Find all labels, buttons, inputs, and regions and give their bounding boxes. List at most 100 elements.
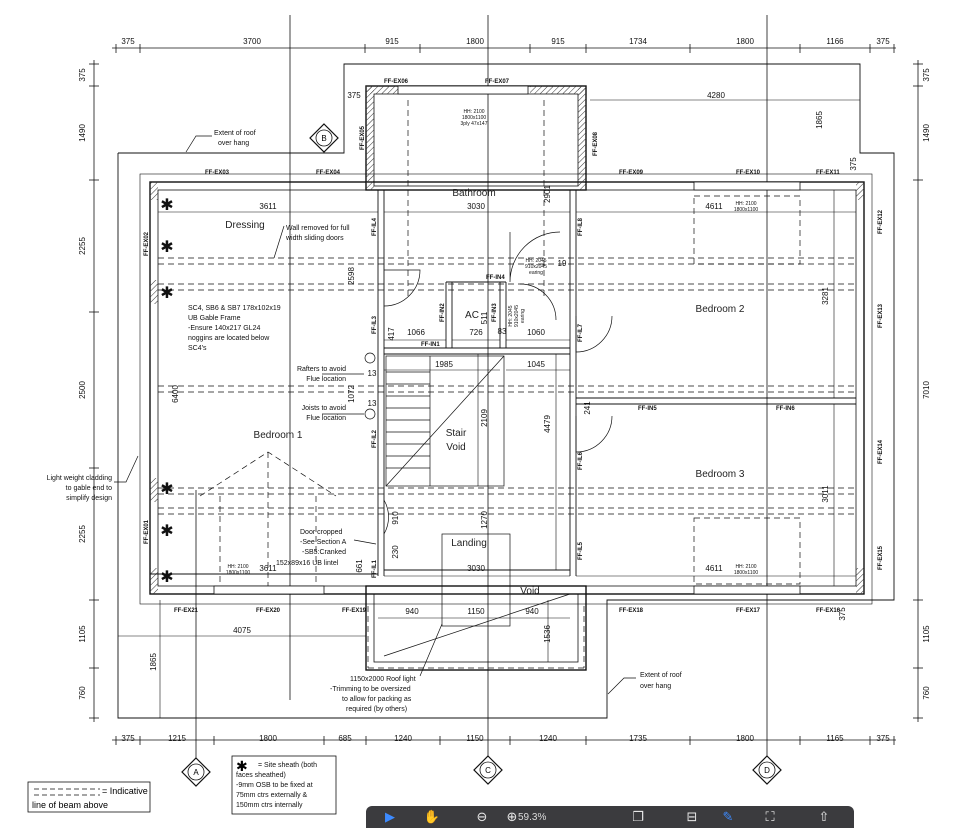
svg-text:4611: 4611 [705,564,723,573]
site-sheath-star-icon: ✱ [236,758,248,774]
svg-text:83: 83 [498,327,507,336]
svg-text:to gable end to: to gable end to [66,485,112,492]
svg-text:FF-IN3: FF-IN3 [492,303,498,322]
svg-text:FF-EX16: FF-EX16 [816,608,841,614]
svg-text:375: 375 [849,157,858,171]
roof-overhang-outline [117,63,895,719]
svg-text:-9mm OSB to be fixed at: -9mm OSB to be fixed at [236,782,313,789]
svg-text:width sliding doors: width sliding doors [285,235,344,242]
fit-width-icon[interactable]: ⊟ [686,810,698,825]
svg-text:1105: 1105 [78,625,87,643]
page-icon[interactable]: ❐ [632,810,644,825]
svg-text:6400: 6400 [171,385,180,403]
svg-text:1045: 1045 [527,360,545,369]
share-icon[interactable]: ⇧ [818,810,830,825]
svg-text:19: 19 [558,259,567,268]
svg-text:required (by others): required (by others) [346,706,407,713]
svg-text:940: 940 [405,607,419,616]
svg-text:726: 726 [469,328,483,337]
svg-text:1735: 1735 [629,734,647,743]
room-bedroom-1: Bedroom 1 [254,430,303,441]
zoom-out-icon[interactable]: ⊖ [476,810,488,825]
svg-text:1800: 1800 [736,37,754,46]
fullscreen-icon[interactable]: ⛶ [765,810,775,825]
svg-text:✱: ✱ [160,285,173,302]
internal-dimension-lines [118,99,860,718]
svg-text:375: 375 [838,607,847,621]
grid-bubble-d: D [752,755,782,785]
svg-text:FF-IL8: FF-IL8 [578,217,584,236]
room-labels: Bathroom Dressing Bedroom 1 Bedroom 2 Be… [225,188,745,597]
svg-text:FF-EX14: FF-EX14 [878,439,884,464]
svg-text:Door cropped: Door cropped [300,529,343,536]
stair-flight [364,352,505,487]
grid-bubble-a: A [181,757,211,787]
svg-text:1240: 1240 [394,734,412,743]
svg-text:B: B [321,134,326,143]
cursor-icon[interactable]: ▶ [385,810,395,825]
svg-text:915: 915 [551,37,565,46]
note-cladding: Light weight cladding to gable end to si… [47,475,112,502]
hand-icon[interactable]: ✋ [423,810,441,825]
svg-text:FF-EX07: FF-EX07 [485,79,510,85]
svg-text:1800: 1800 [466,37,484,46]
svg-text:1800x1100: 1800x1100 [462,115,487,121]
svg-text:13: 13 [368,399,377,408]
svg-text:FF-IN5: FF-IN5 [638,406,657,412]
svg-text:FF-EX06: FF-EX06 [384,79,409,85]
svg-text:FF-EX03: FF-EX03 [205,170,230,176]
top-dimension-labels: 375 3700 915 1800 915 1734 1800 1166 375 [121,37,890,46]
svg-text:1490: 1490 [922,124,931,142]
svg-text:230: 230 [391,545,400,559]
svg-text:Light weight cladding: Light weight cladding [47,475,112,482]
note-rafters: Rafters to avoid Flue location [297,366,346,383]
svg-text:375: 375 [347,91,361,100]
svg-text:FF-EX20: FF-EX20 [256,608,281,614]
svg-text:FF-EX01: FF-EX01 [144,519,150,544]
svg-text:1800: 1800 [259,734,277,743]
svg-text:375: 375 [876,734,890,743]
svg-text:Extent of roof: Extent of roof [640,672,682,679]
svg-text:915: 915 [385,37,399,46]
zoom-in-icon[interactable]: ⊕ [506,810,518,825]
svg-text:375: 375 [78,68,87,82]
svg-text:375: 375 [922,68,931,82]
svg-text:Extent of roof: Extent of roof [214,130,256,137]
svg-text:FF-EX13: FF-EX13 [878,303,884,328]
svg-text:D: D [764,766,770,775]
svg-text:FF-EX04: FF-EX04 [316,170,341,176]
indicative-beam-lines [158,100,856,669]
svg-text:3011: 3011 [821,485,830,503]
svg-text:earing: earing [529,270,543,276]
svg-text:2255: 2255 [78,237,87,255]
room-stair: Stair [446,428,467,439]
svg-text:UB Gable Frame: UB Gable Frame [188,315,241,322]
svg-text:= Site sheath (both: = Site sheath (both [258,762,317,769]
svg-text:FF-EX21: FF-EX21 [174,608,199,614]
svg-text:3281: 3281 [821,287,830,305]
svg-text:FF-IN1: FF-IN1 [421,342,440,348]
svg-text:HH: 2045: HH: 2045 [508,305,514,326]
svg-text:13: 13 [368,369,377,378]
site-sheath-markers: ✱ ✱ ✱ ✱ ✱ ✱ [160,197,173,586]
svg-text:1490: 1490 [78,124,87,142]
svg-text:Joists to avoid: Joists to avoid [302,405,346,412]
svg-text:3030: 3030 [467,564,485,573]
svg-text:-Ensure 140x217 GL24: -Ensure 140x217 GL24 [188,325,260,332]
note-roof-light: 1150x2000 Roof light -Trimming to be ove… [330,676,416,713]
annotate-icon[interactable]: ✎ [722,810,734,825]
svg-text:Flue location: Flue location [306,376,346,383]
svg-text:241: 241 [583,401,592,415]
wall-hatching [150,86,864,594]
svg-text:2109: 2109 [480,409,489,427]
svg-text:C: C [485,766,491,775]
svg-text:7010: 7010 [922,381,931,399]
bottom-dimension-labels: 375 1215 1800 685 1240 1150 1240 1735 18… [121,734,890,743]
svg-text:417: 417 [387,327,396,341]
svg-text:FF-EX18: FF-EX18 [619,608,644,614]
svg-text:to allow for packing as: to allow for packing as [342,696,412,703]
zoom-level[interactable]: 59.3% [518,812,547,823]
svg-text:3ply 47x147: 3ply 47x147 [461,121,488,127]
svg-text:1150: 1150 [467,607,485,616]
